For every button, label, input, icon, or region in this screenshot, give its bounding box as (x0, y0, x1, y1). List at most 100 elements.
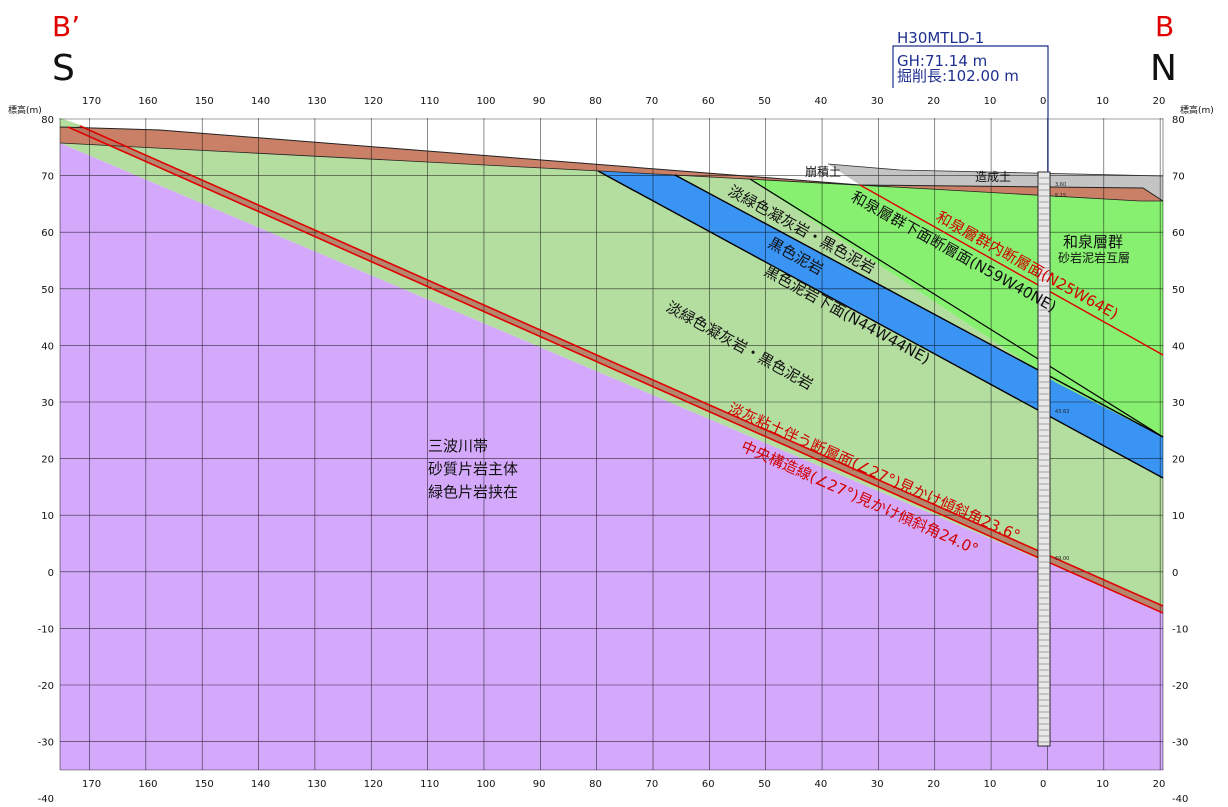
y-tick-label-left: -20 (38, 681, 54, 692)
x-tick-label-top: 30 (871, 96, 884, 107)
x-tick-label-top: 130 (307, 96, 326, 107)
x-tick-label-bottom: 150 (195, 779, 214, 790)
y-unit-right: 標高(m) (1180, 104, 1214, 116)
section-end-right: B (1155, 10, 1174, 43)
y-tick-label-left: 0 (48, 568, 54, 579)
x-tick-label-top: 60 (702, 96, 715, 107)
x-tick-label-bottom: 20 (1153, 779, 1166, 790)
section-end-left: B’ (52, 10, 80, 43)
x-tick-label-bottom: 20 (927, 779, 940, 790)
y-tick-label-right: -20 (1172, 681, 1188, 692)
x-tick-label-bottom: 60 (702, 779, 715, 790)
y-tick-label-left: 40 (41, 341, 54, 352)
x-tick-label-top: 0 (1040, 96, 1046, 107)
x-tick-label-bottom: 80 (589, 779, 602, 790)
y-tick-label-left: 50 (41, 285, 54, 296)
sanbagawa-unit (60, 143, 1163, 770)
x-tick-label-bottom: 50 (758, 779, 771, 790)
borehole-leader (892, 45, 1049, 172)
direction-left: S (52, 48, 75, 89)
y-tick-label-left: 10 (41, 511, 54, 522)
y-tick-label-right: 50 (1172, 285, 1185, 296)
fill-base-line (59, 142, 1163, 202)
x-tick-label-bottom: 70 (646, 779, 659, 790)
y-tick-label-right: -30 (1172, 738, 1188, 749)
label-sanbagawa: 三波川帯 (428, 437, 488, 455)
x-tick-label-bottom: 10 (984, 779, 997, 790)
x-tick-label-bottom: 90 (533, 779, 546, 790)
y-tick-label-right: 30 (1172, 398, 1185, 409)
clay-fault-line (79, 125, 1164, 607)
x-tick-label-top: 20 (927, 96, 940, 107)
core-hatch (1039, 177, 1049, 743)
label-izumi-group: 和泉層群 (1063, 233, 1123, 251)
x-tick-label-top: 80 (589, 96, 602, 107)
borehole (892, 45, 1051, 747)
x-tick-label-top: 10 (1096, 96, 1109, 107)
x-tick-label-bottom: 0 (1040, 779, 1046, 790)
x-tick-label-bottom: 120 (364, 779, 383, 790)
x-axis-labels: 1701701601601501501401401301301201201101… (82, 96, 1165, 790)
x-tick-label-top: 140 (251, 96, 270, 107)
y-tick-label-left: 80 (41, 115, 54, 126)
direction-right: N (1150, 48, 1177, 89)
artificial-fill-unit (828, 164, 1163, 201)
boundary-lines (59, 125, 1164, 614)
y-tick-label-left: -10 (38, 624, 54, 635)
x-tick-label-bottom: 10 (1096, 779, 1109, 790)
y-unit-left: 標高(m) (8, 104, 42, 116)
y-tick-label-right: -40 (1172, 794, 1188, 805)
y-tick-label-left: 20 (41, 455, 54, 466)
y-tick-label-right: -10 (1172, 624, 1188, 635)
x-tick-label-top: 100 (476, 96, 495, 107)
borehole-name: H30MTLD-1 (897, 29, 984, 47)
x-tick-label-top: 150 (195, 96, 214, 107)
mudstone-top-line (597, 170, 1164, 479)
core-note-3: 43.63 (1055, 409, 1069, 415)
x-tick-label-bottom: 30 (871, 779, 884, 790)
x-tick-label-top: 160 (138, 96, 157, 107)
x-tick-label-bottom: 40 (815, 779, 828, 790)
mudstone-base-line (674, 174, 1164, 438)
y-tick-label-right: 80 (1172, 115, 1185, 126)
borehole-gh: GH:71.14 m (897, 52, 987, 70)
core-note-4: 69.00 (1055, 556, 1069, 562)
borehole-depth: 掘削長:102.00 m (897, 67, 1019, 85)
label-sanbagawa-3: 緑色片岩挟在 (428, 483, 518, 501)
x-tick-label-bottom: 160 (138, 779, 157, 790)
y-tick-label-left: -30 (38, 738, 54, 749)
fault-band (70, 126, 1163, 612)
x-tick-label-top: 120 (364, 96, 383, 107)
x-tick-label-top: 110 (420, 96, 439, 107)
core-note-2: 5.15 (1055, 193, 1066, 199)
artificial-fill-top (827, 163, 1164, 177)
label-artificial-fill: 造成土 (975, 170, 1011, 184)
x-tick-label-top: 90 (533, 96, 546, 107)
x-tick-label-bottom: 170 (82, 779, 101, 790)
borehole-column (1037, 171, 1051, 747)
fill-colluvium-unit (60, 127, 1163, 201)
x-tick-label-bottom: 100 (476, 779, 495, 790)
label-izumi-group-sub: 砂岩泥岩互層 (1058, 250, 1130, 265)
y-tick-label-left: 60 (41, 228, 54, 239)
x-tick-label-bottom: 130 (307, 779, 326, 790)
x-tick-label-top: 170 (82, 96, 101, 107)
x-tick-label-bottom: 110 (420, 779, 439, 790)
izumi-base-line (749, 178, 1164, 438)
y-tick-label-right: 60 (1172, 228, 1185, 239)
y-tick-label-right: 70 (1172, 172, 1185, 183)
x-tick-label-top: 10 (984, 96, 997, 107)
mtl-line (67, 126, 1164, 614)
y-tick-label-left: 30 (41, 398, 54, 409)
y-tick-label-right: 10 (1172, 511, 1185, 522)
x-tick-label-top: 40 (815, 96, 828, 107)
x-tick-label-top: 50 (758, 96, 771, 107)
x-tick-label-top: 70 (646, 96, 659, 107)
y-tick-label-right: 40 (1172, 341, 1185, 352)
x-tick-label-top: 20 (1153, 96, 1166, 107)
label-sanbagawa-2: 砂質片岩主体 (428, 460, 518, 478)
